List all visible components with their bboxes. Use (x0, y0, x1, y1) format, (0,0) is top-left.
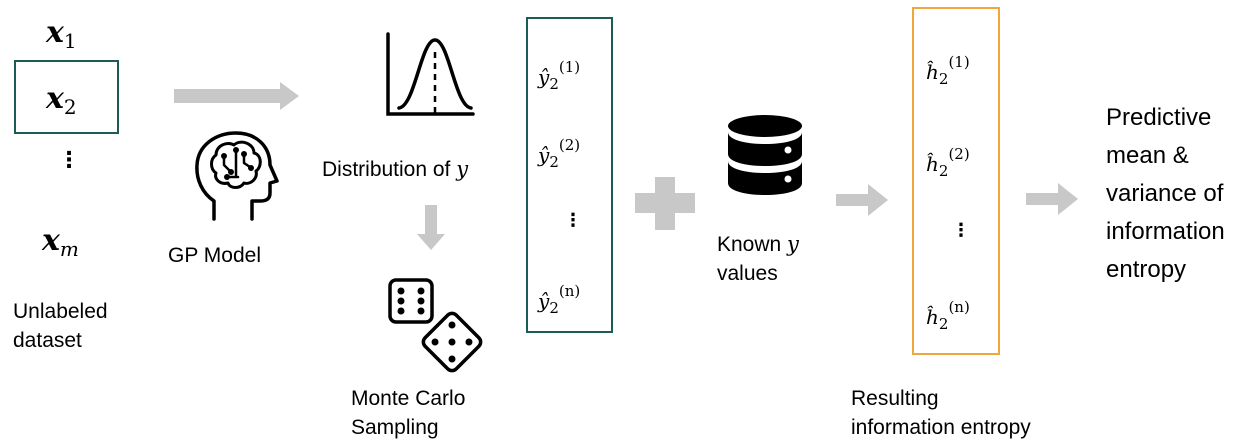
distribution-label: Distribution of y (322, 157, 469, 181)
entropies-box (912, 7, 1000, 355)
output-caption: Predictive mean & variance of informatio… (1106, 104, 1225, 283)
dice-icon (388, 278, 483, 373)
gp-model-label: GP Model (168, 244, 261, 267)
database-icon (728, 115, 802, 195)
input-x1: x1 (46, 15, 77, 53)
bell-curve-icon (386, 32, 475, 116)
entropies-vdots: ⋮ (952, 220, 970, 241)
samples-box (526, 17, 613, 333)
monte-carlo-caption: Monte Carlo Sampling (351, 387, 466, 439)
entropy-n: ĥ2(n) (926, 298, 970, 333)
selected-input-box[interactable] (14, 60, 119, 134)
input-x2: x2 (46, 81, 77, 119)
resulting-entropy-caption: Resulting information entropy (851, 387, 1031, 439)
entropy-2: ĥ2(2) (926, 145, 970, 180)
entropy-1: ĥ2(1) (926, 53, 970, 88)
sample-1: ŷ2(1) (538, 58, 581, 93)
arrow-input-to-gp (174, 82, 299, 110)
sample-2: ŷ2(2) (538, 136, 581, 171)
input-xm: xm (42, 223, 79, 261)
sample-n: ŷ2(n) (538, 282, 581, 317)
samples-vdots: ⋮ (564, 210, 582, 231)
unlabeled-dataset-caption: Unlabeled dataset (13, 300, 108, 352)
arrow-dist-to-mc (417, 205, 445, 250)
brain-head-icon (195, 131, 279, 221)
plus-icon (635, 177, 695, 230)
arrow-entropy-to-output (1026, 183, 1078, 215)
inputs-vdots: ⋮ (58, 148, 80, 173)
arrow-known-to-entropy (836, 184, 888, 216)
known-values-caption: Known y values (717, 232, 799, 285)
